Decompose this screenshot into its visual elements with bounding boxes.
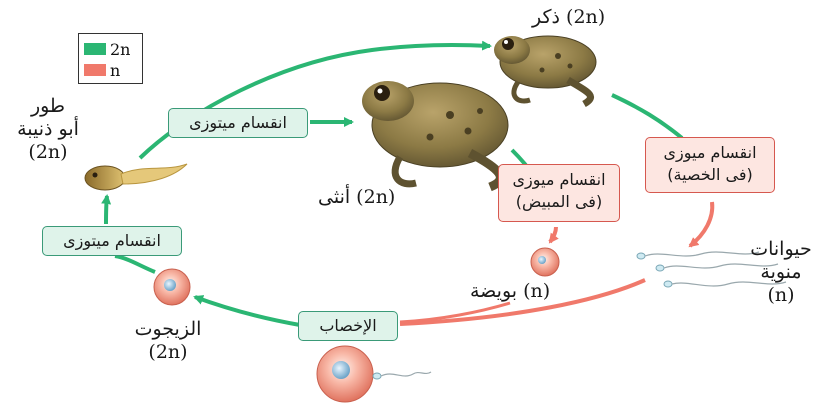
tadpole-label-line1: طور: [30, 95, 66, 117]
zygote-label-line2: (2n): [148, 340, 188, 363]
female-frog-icon: [362, 81, 509, 192]
sperm-label-line2: منوية: [760, 260, 802, 283]
legend: 2n n: [78, 33, 143, 84]
legend-swatch-n: [84, 64, 106, 76]
meiosis-testis-box: انقسام ميوزى (فى الخصية): [645, 137, 775, 193]
fertilization-box: الإخصاب: [298, 311, 398, 341]
arrow-male-to-meiosis: [611, 93, 684, 140]
arrow-fertilization-to-zygote: [193, 295, 301, 327]
male-label: ذكر (2n): [532, 6, 606, 28]
sperm-label-line3: (n): [767, 283, 795, 306]
sperm-icon: [636, 251, 787, 288]
tadpole-label-line3: (2n): [28, 140, 68, 163]
sperm-label: حيوانات منوية (n): [738, 238, 824, 306]
meiosis-testis-line2: (فى الخصية): [667, 164, 753, 184]
tadpole-label: طور أبو ذنيبة (2n): [8, 95, 88, 163]
mitosis-box-top: انقسام ميتوزى: [168, 108, 308, 138]
fertilization-icon: [316, 345, 432, 403]
arrow-egg-to-fertilization: [399, 301, 511, 324]
sperm-label-line1: حيوانات: [750, 238, 812, 260]
zygote-label: الزيجوت (2n): [118, 318, 218, 364]
meiosis-testis-line1: انقسام ميوزى: [663, 143, 757, 162]
legend-label-2n: 2n: [110, 39, 131, 59]
arrow-meiosis-to-egg: [548, 226, 559, 244]
legend-label-n: n: [110, 60, 121, 80]
meiosis-ovary-line1: انقسام ميوزى: [512, 170, 606, 189]
arrow-meiosis-to-sperm: [688, 201, 715, 248]
arrow-sperm-to-fertilization: [399, 278, 646, 326]
tadpole-label-line2: أبو ذنيبة: [17, 117, 79, 140]
egg-label: بويضة (n): [470, 280, 551, 302]
arrow-zygote-to-mitosis: [114, 254, 156, 274]
haploid-arrows: [399, 201, 715, 326]
tadpole-icon: [84, 163, 188, 191]
arrow-mitosis-to-tadpole: [101, 194, 112, 225]
zygote-icon: [153, 268, 191, 306]
zygote-label-line1: الزيجوت: [134, 318, 202, 340]
legend-item-n: n: [84, 60, 121, 80]
egg-cell-icon: [530, 247, 560, 277]
meiosis-ovary-line2: (فى المبيض): [515, 191, 603, 211]
mitosis-box-left: انقسام ميتوزى: [42, 226, 182, 256]
female-label: أنثى (2n): [318, 186, 396, 208]
meiosis-ovary-box: انقسام ميوزى (فى المبيض): [498, 164, 620, 222]
male-frog-icon: [494, 35, 597, 108]
legend-item-2n: 2n: [84, 39, 131, 59]
legend-swatch-2n: [84, 43, 106, 55]
